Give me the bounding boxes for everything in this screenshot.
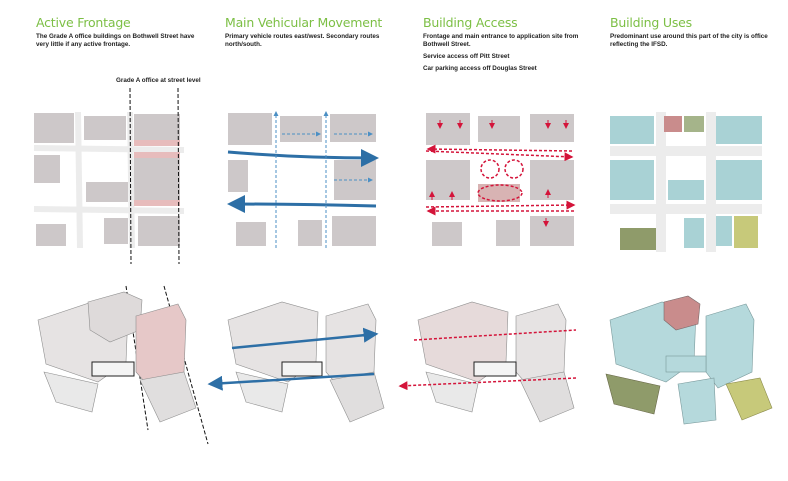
description-line: Car parking access off Douglas Street: [423, 65, 593, 73]
panel-building-uses: Building Uses Predominant use around thi…: [610, 0, 785, 481]
panel-description: Frontage and main entrance to applicatio…: [423, 33, 593, 77]
description-line: Service access off Pitt Street: [423, 53, 593, 61]
grade-a-office-label: Grade A office at street level: [116, 77, 201, 84]
panel-title: Active Frontage: [36, 15, 131, 30]
panel-description: The Grade A office buildings on Bothwell…: [36, 33, 206, 53]
description-line: Frontage and main entrance to applicatio…: [423, 33, 593, 50]
panel-title: Main Vehicular Movement: [225, 15, 382, 30]
panel-title: Building Access: [423, 15, 517, 30]
panel-description: Primary vehicle routes east/west. Second…: [225, 33, 395, 53]
panel-active-frontage: Active Frontage The Grade A office build…: [36, 0, 211, 481]
panel-main-vehicular-movement: Main Vehicular Movement Primary vehicle …: [225, 0, 400, 481]
panel-building-access: Building Access Frontage and main entran…: [423, 0, 598, 481]
panel-title: Building Uses: [610, 15, 692, 30]
description-line: The Grade A office buildings on Bothwell…: [36, 33, 206, 50]
description-line: Predominant use around this part of the …: [610, 33, 780, 50]
description-line: Primary vehicle routes east/west. Second…: [225, 33, 395, 50]
panel-description: Predominant use around this part of the …: [610, 33, 780, 53]
